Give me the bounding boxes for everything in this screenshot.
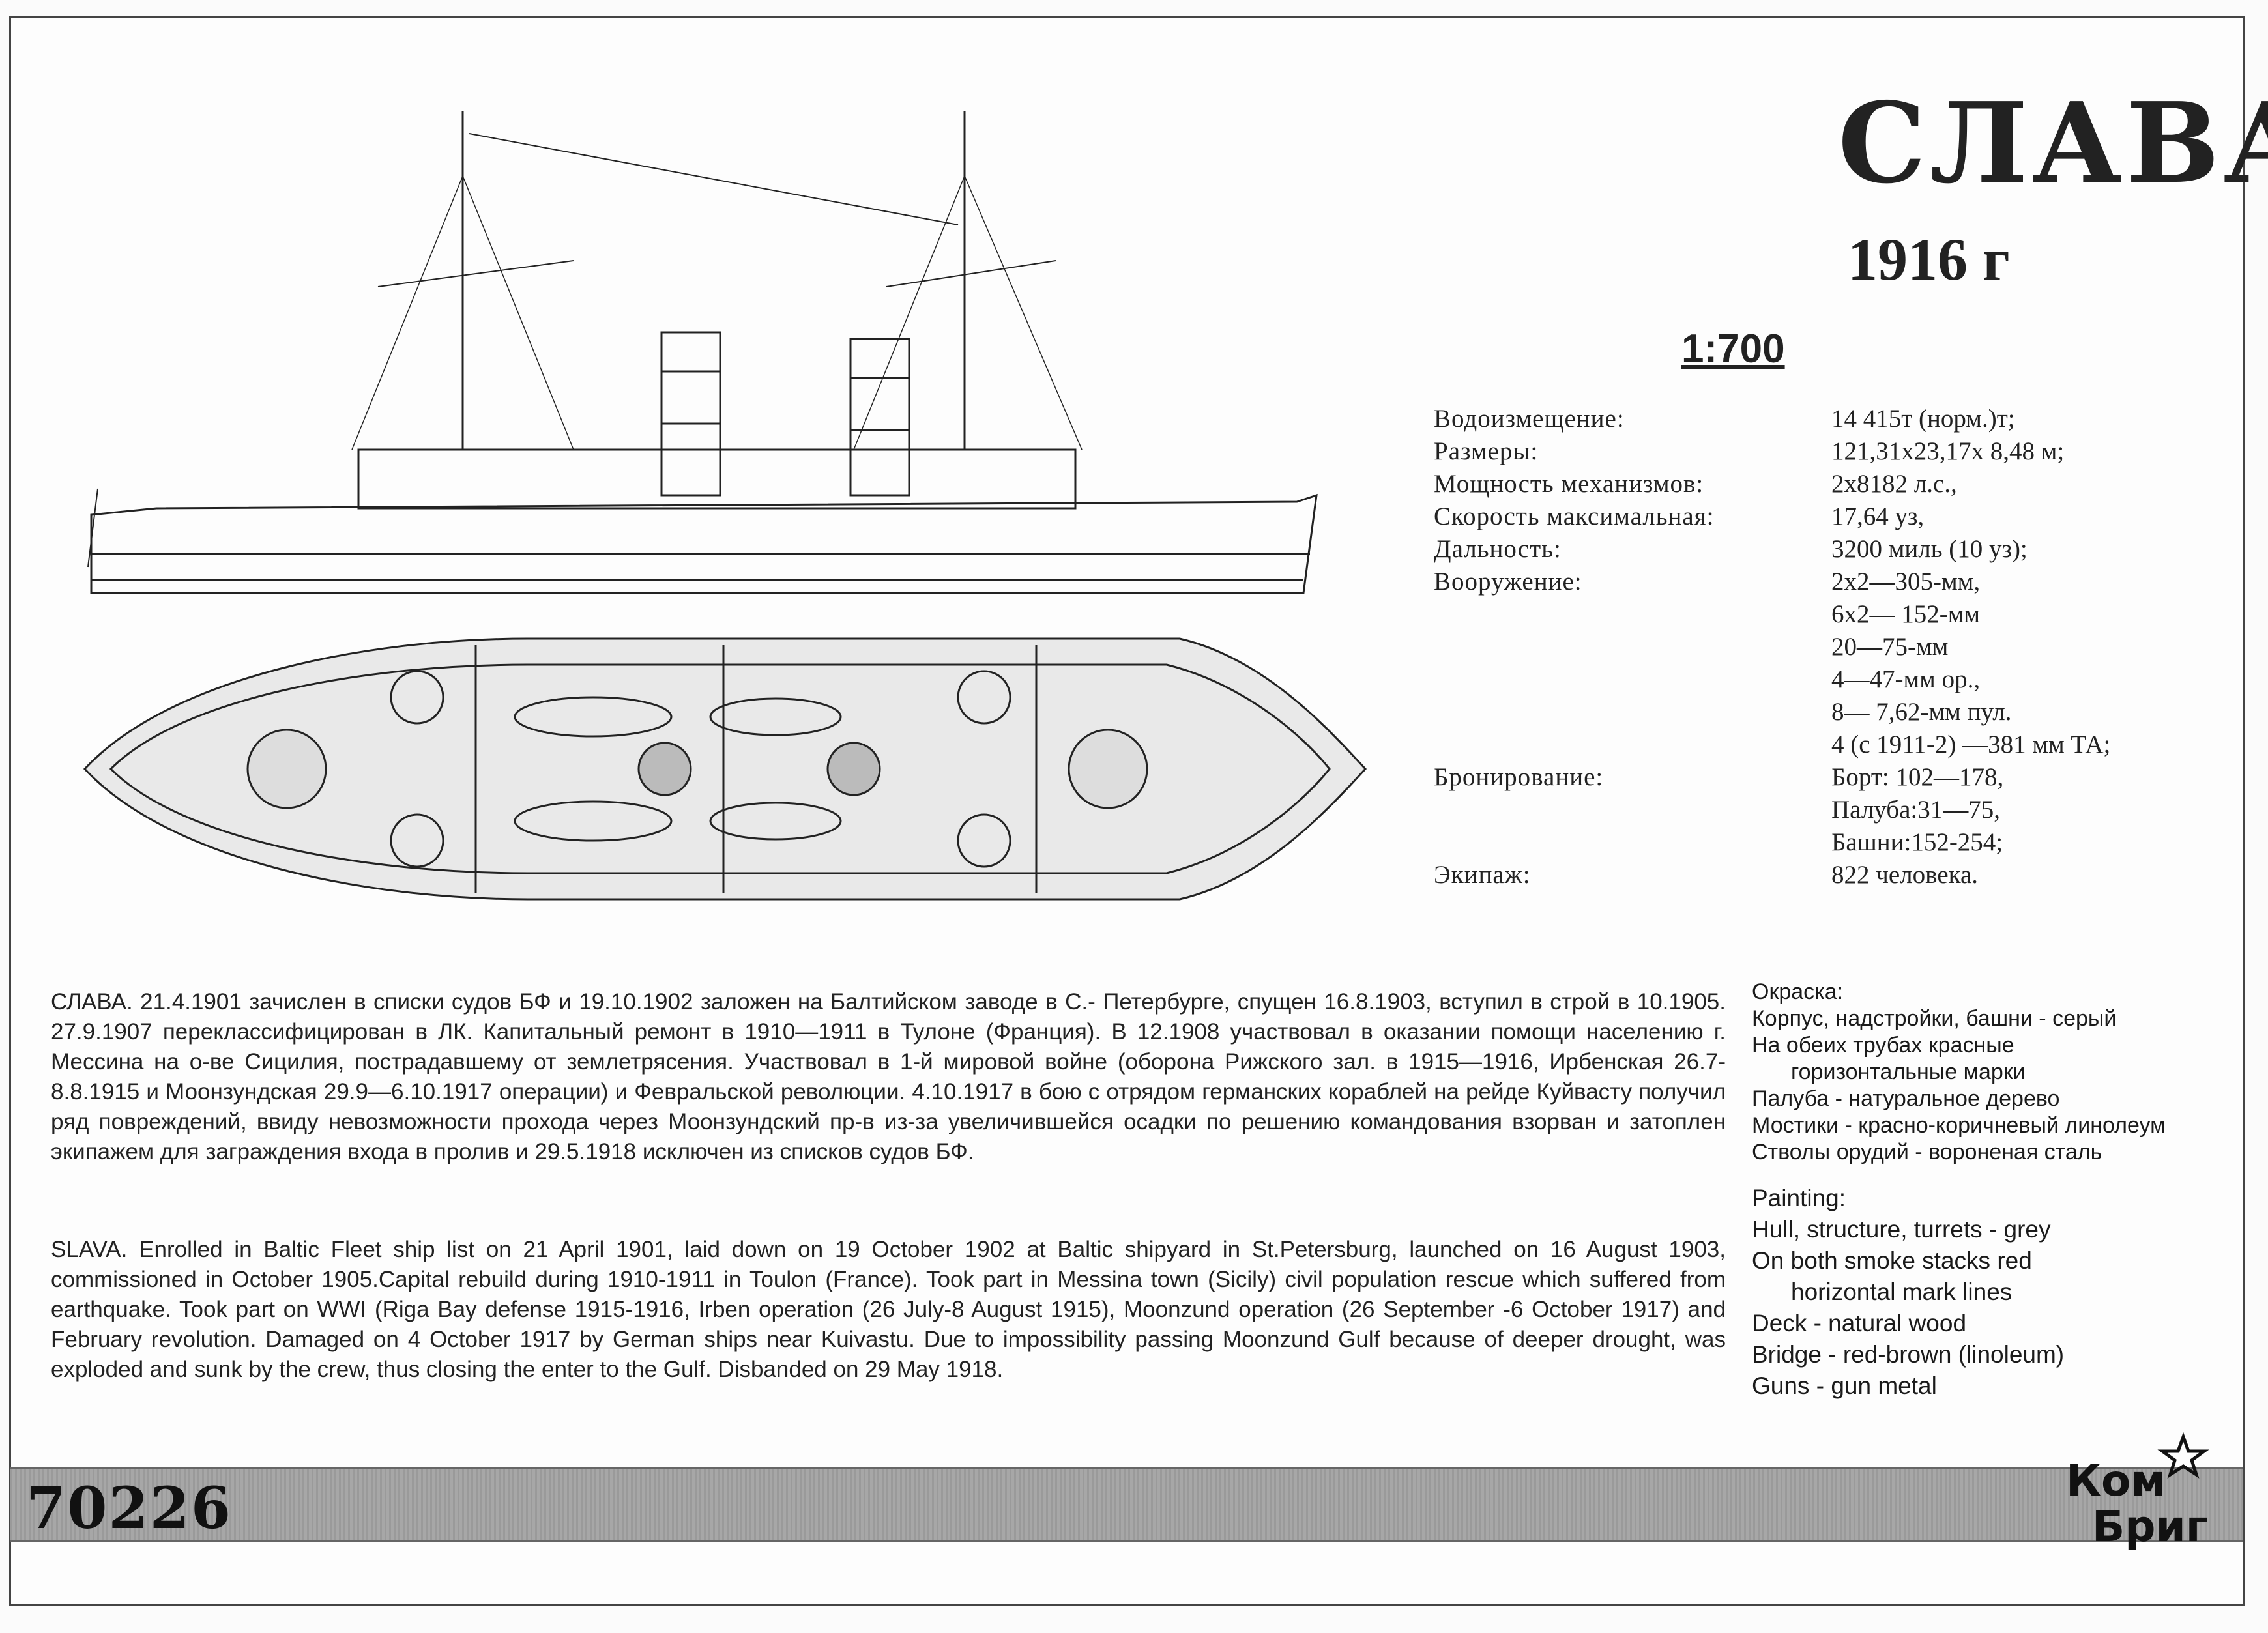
painting-ru-line: На обеих трубах красные — [1752, 1033, 2014, 1058]
spec-row: 6x2— 152-мм — [1434, 598, 2151, 631]
painting-en-line: horizontal mark lines — [1791, 1279, 2013, 1305]
spec-value: 3200 миль (10 уз); — [1831, 535, 2028, 563]
aft-funnel — [660, 331, 721, 497]
spec-label — [1434, 794, 1831, 826]
painting-ru-line: Корпус, надстройки, башни - серый — [1752, 1006, 2117, 1031]
spec-label — [1434, 826, 1831, 859]
spec-row: 8— 7,62-мм пул. — [1434, 696, 2151, 729]
ship-year: 1916 г — [1848, 226, 2010, 293]
painting-ru-line: Мостики - красно-коричневый линолеум — [1752, 1113, 2166, 1138]
spec-row: Экипаж: 822 человека. — [1434, 859, 2151, 891]
spec-label: Вооружение: — [1434, 568, 1582, 596]
spec-value: 2x2—305-мм, — [1831, 568, 1981, 596]
spec-row: Бронирование: Борт: 102—178, — [1434, 761, 2151, 794]
kombrig-logo: Ком Бриг — [2066, 1432, 2209, 1552]
specs-table: Водоизмещение: 14 415т (норм.)т; Размеры:… — [1434, 403, 2151, 891]
star-icon — [2157, 1432, 2209, 1479]
footer-band — [10, 1467, 2243, 1542]
catalog-number: 70226 — [26, 1474, 233, 1542]
spec-label: Дальность: — [1434, 535, 1562, 563]
painting-en-line: Hull, structure, turrets - grey — [1752, 1216, 2051, 1243]
painting-ru-line: Палуба - натуральное дерево — [1752, 1086, 2060, 1111]
ship-title: СЛАВА — [1838, 78, 2268, 209]
painting-en-line: Deck - natural wood — [1752, 1310, 1967, 1337]
history-ru: СЛАВА. 21.4.1901 зачислен в списки судов… — [51, 989, 1726, 1164]
spec-value: 8— 7,62-мм пул. — [1831, 698, 2012, 726]
spec-label: Размеры: — [1434, 437, 1539, 465]
aft-turret — [246, 729, 327, 809]
spec-value: Борт: 102—178, — [1831, 763, 2004, 791]
spec-row: Башни:152-254; — [1434, 826, 2151, 859]
spec-value: Башни:152-254; — [1831, 828, 2003, 856]
logo-word: Ком — [2066, 1456, 2166, 1506]
hull-profile — [90, 493, 1318, 594]
spec-row: 4—47-мм ор., — [1434, 663, 2151, 696]
spec-row: 4 (с 1911-2) —381 мм ТА; — [1434, 729, 2151, 761]
ship-top-view — [83, 637, 1367, 901]
spec-row: Палуба:31—75, — [1434, 794, 2151, 826]
spec-label — [1434, 729, 1831, 761]
spec-value: 14 415т (норм.)т; — [1831, 405, 2015, 433]
spec-label — [1434, 598, 1831, 631]
painting-en-line: On both smoke stacks red — [1752, 1247, 2032, 1274]
painting-ru: Окраска: Корпус, надстройки, башни - сер… — [1752, 979, 2208, 1166]
spec-value: 121,31x23,17x 8,48 м; — [1831, 437, 2065, 465]
logo-word: Бриг — [2092, 1501, 2208, 1552]
antenna-wire — [469, 133, 959, 225]
spec-row: Скорость максимальная: 17,64 уз, — [1434, 500, 2151, 533]
spec-value: Палуба:31—75, — [1831, 796, 2001, 824]
painting-en-heading: Painting: — [1752, 1185, 1846, 1211]
spec-value: 20—75-мм — [1831, 633, 1949, 661]
hull-outline — [83, 637, 1367, 901]
history-en: SLAVA. Enrolled in Baltic Fleet ship lis… — [51, 1237, 1726, 1382]
ship-side-profile — [87, 111, 1318, 594]
spec-value: 17,64 уз, — [1831, 502, 1925, 530]
spec-label: Водоизмещение: — [1434, 405, 1625, 433]
superstructure — [357, 448, 1077, 510]
spec-row: Дальность: 3200 миль (10 уз); — [1434, 533, 2151, 566]
boat — [514, 696, 673, 738]
spec-value: 822 человека. — [1831, 861, 1979, 889]
boat — [709, 802, 842, 841]
painting-ru-heading: Окраска: — [1752, 979, 1844, 1004]
spec-value: 4 (с 1911-2) —381 мм ТА; — [1831, 730, 2111, 759]
spec-row: Водоизмещение: 14 415т (норм.)т; — [1434, 403, 2151, 435]
spec-label: Мощность механизмов: — [1434, 470, 1704, 498]
spec-label: Бронирование: — [1434, 763, 1604, 791]
spec-row: Вооружение: 2x2—305-мм, — [1434, 566, 2151, 598]
painting-en: Painting: Hull, structure, turrets - gre… — [1752, 1183, 2208, 1402]
painting-en-line: Bridge - red-brown (linoleum) — [1752, 1341, 2065, 1368]
painting-en-line: Guns - gun metal — [1752, 1372, 1937, 1399]
fore-turret — [1068, 729, 1148, 809]
spec-label — [1434, 663, 1831, 696]
spec-value: 6x2— 152-мм — [1831, 600, 1981, 628]
spec-label — [1434, 696, 1831, 729]
painting-ru-line: Стволы орудий - вороненая сталь — [1752, 1140, 2102, 1164]
fore-funnel — [849, 338, 910, 497]
spec-label: Экипаж: — [1434, 861, 1531, 889]
spec-row: Размеры: 121,31x23,17x 8,48 м; — [1434, 435, 2151, 468]
spec-value: 2x8182 л.с., — [1831, 470, 1957, 498]
spec-row: Мощность механизмов: 2x8182 л.с., — [1434, 468, 2151, 500]
spec-row: 20—75-мм — [1434, 631, 2151, 663]
scale-label: 1:700 — [1681, 326, 1785, 371]
spec-label: Скорость максимальная: — [1434, 502, 1715, 530]
painting-ru-line: горизонтальные марки — [1791, 1060, 2026, 1084]
spec-value: 4—47-мм ор., — [1831, 665, 1981, 693]
boat — [709, 697, 842, 736]
spec-label — [1434, 631, 1831, 663]
boat — [514, 800, 673, 842]
